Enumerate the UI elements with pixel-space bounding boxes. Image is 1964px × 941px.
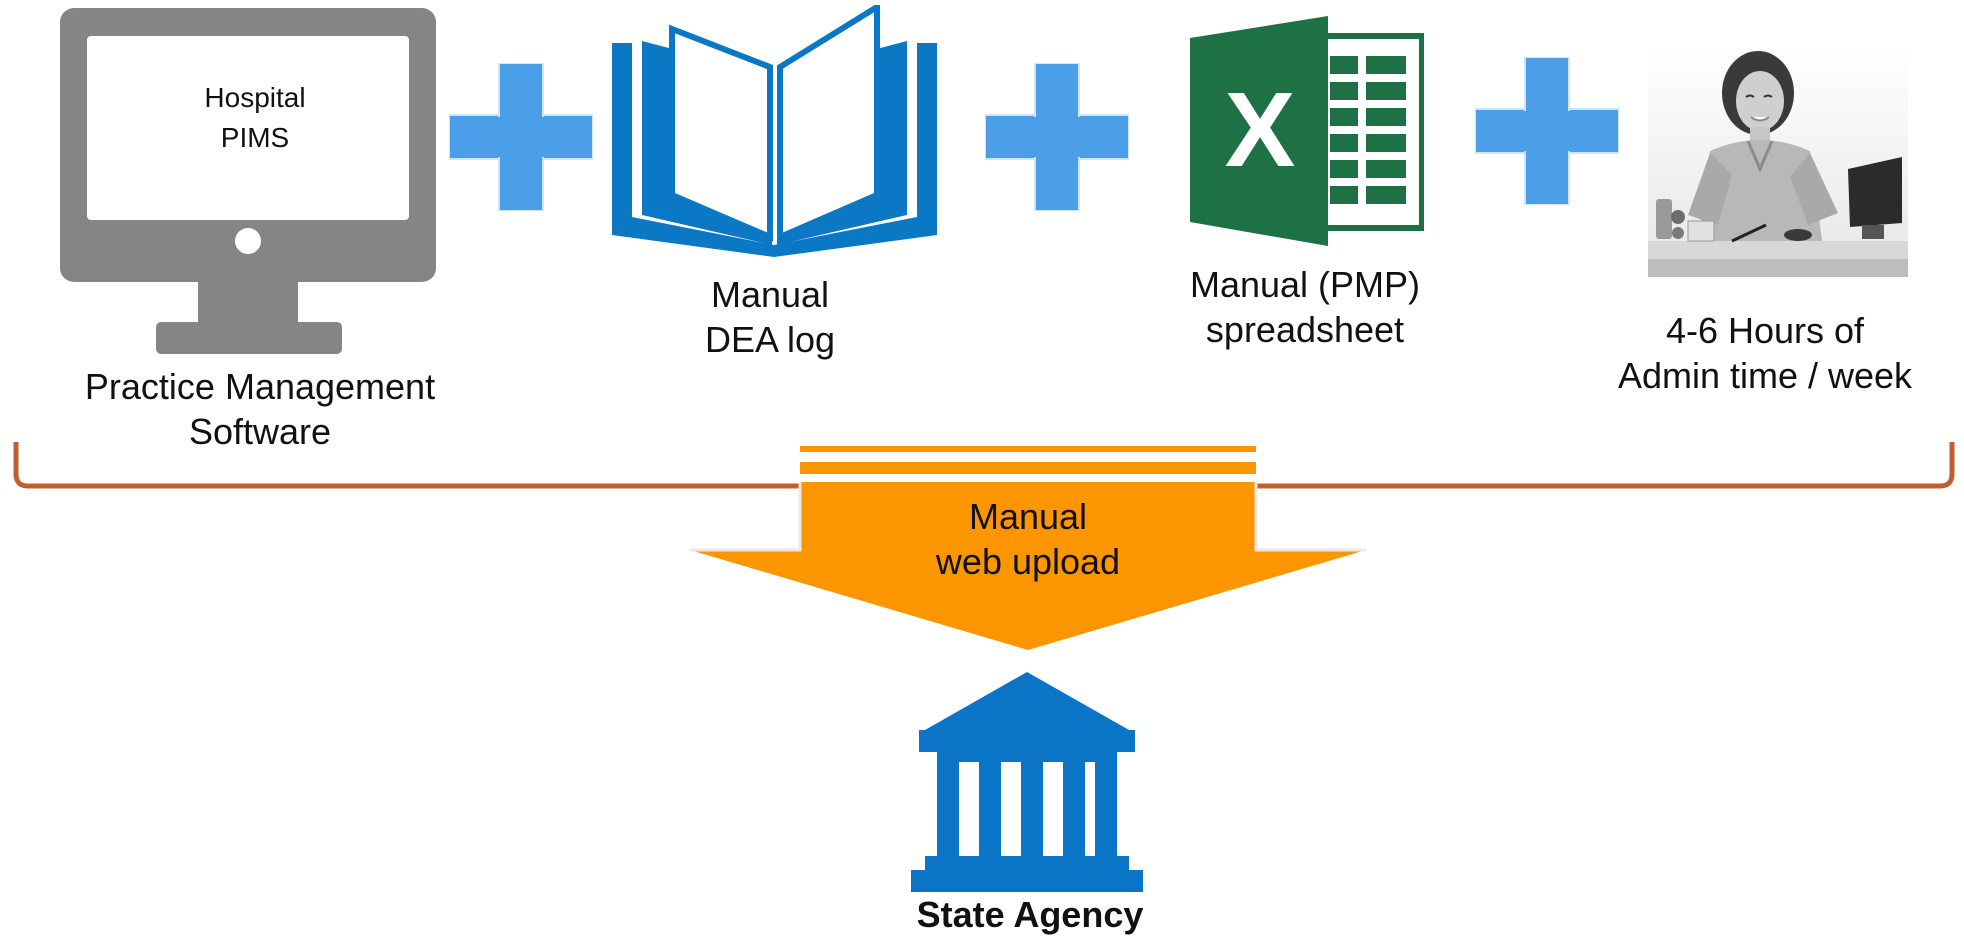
spreadsheet-caption-line1: Manual (PMP) [1189, 264, 1421, 305]
monitor-screen-line1: Hospital [204, 82, 306, 113]
admin-caption: 4-6 Hours of Admin time / week [1600, 308, 1930, 398]
dea-log-caption-line1: Manual [710, 274, 830, 315]
monitor-icon [60, 8, 436, 358]
admin-caption-line2: Admin time / week [1617, 355, 1913, 396]
spreadsheet-caption: Manual (PMP) spreadsheet [1180, 262, 1430, 352]
plus-icon [449, 63, 593, 211]
monitor-screen-line2: PIMS [220, 122, 290, 153]
excel-logo-letter: X [1225, 71, 1296, 189]
monitor-caption-line2: Software [188, 411, 332, 452]
dea-log-caption: Manual DEA log [660, 272, 880, 362]
arrow-label-line1: Manual [968, 496, 1088, 537]
spreadsheet-caption-line2: spreadsheet [1205, 309, 1405, 350]
arrow-label: Manual web upload [898, 494, 1158, 584]
state-agency-caption-text: State Agency [916, 894, 1144, 935]
monitor-caption-line1: Practice Management [84, 366, 436, 407]
state-agency-building-icon [905, 672, 1149, 892]
dea-log-caption-line2: DEA log [704, 319, 836, 360]
plus-icon [985, 63, 1129, 211]
upload-arrow [690, 446, 1366, 656]
book-icon [612, 5, 937, 257]
monitor-screen-label: Hospital PIMS [160, 78, 350, 158]
admin-person-image [1648, 45, 1908, 277]
admin-caption-line1: 4-6 Hours of [1665, 310, 1865, 351]
monitor-caption: Practice Management Software [60, 364, 460, 454]
state-agency-caption: State Agency [880, 895, 1180, 935]
spreadsheet-icon: X [1190, 16, 1424, 246]
arrow-label-line2: web upload [935, 541, 1121, 582]
plus-icon [1475, 57, 1619, 205]
